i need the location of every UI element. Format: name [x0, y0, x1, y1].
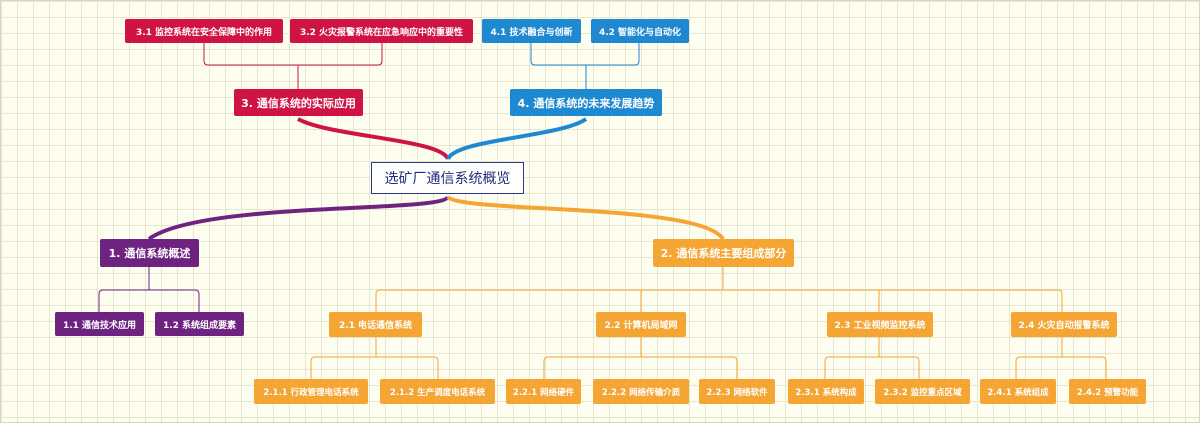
node-2-1-1[interactable]: 2.1.1 行政管理电话系统 [254, 379, 368, 404]
node-trends-label: 4. 通信系统的未来发展趋势 [517, 96, 655, 110]
node-2-2-3-label: 2.2.3 网络软件 [706, 387, 768, 398]
node-2-1-1-label: 2.1.1 行政管理电话系统 [263, 387, 359, 398]
root-node[interactable]: 选矿厂通信系统概览 [371, 162, 524, 194]
node-4-1-label: 4.1 技术融合与创新 [490, 27, 573, 38]
node-2-3-2-label: 2.3.2 监控重点区域 [883, 387, 962, 398]
links-components [310, 267, 1107, 379]
node-overview-label: 1. 通信系统概述 [108, 247, 191, 260]
link-root-to-applications [297, 117, 450, 161]
node-2-3-label: 2.3 工业视频监控系统 [834, 321, 926, 331]
node-2-1[interactable]: 2.1 电话通信系统 [329, 312, 422, 337]
node-applications[interactable]: 3. 通信系统的实际应用 [234, 89, 363, 116]
node-1-2[interactable]: 1.2 系统组成要素 [155, 312, 244, 336]
node-2-4-1[interactable]: 2.4.1 系统组成 [980, 379, 1056, 404]
node-2-2-3[interactable]: 2.2.3 网络软件 [699, 379, 775, 404]
node-1-1[interactable]: 1.1 通信技术应用 [55, 312, 144, 336]
node-3-2[interactable]: 3.2 火灾报警系统在应急响应中的重要性 [290, 19, 473, 43]
node-2-3-1-label: 2.3.1 系统构成 [795, 387, 857, 398]
node-2-4-2-label: 2.4.2 预警功能 [1076, 387, 1139, 398]
node-2-3-1[interactable]: 2.3.1 系统构成 [788, 379, 864, 404]
node-applications-label: 3. 通信系统的实际应用 [241, 96, 356, 110]
node-1-1-label: 1.1 通信技术应用 [62, 320, 137, 331]
links-trends [530, 43, 640, 89]
links-overview [98, 267, 200, 312]
node-3-1[interactable]: 3.1 监控系统在安全保障中的作用 [125, 19, 283, 43]
link-root-to-trends [446, 117, 588, 161]
node-4-2[interactable]: 4.2 智能化与自动化 [591, 19, 689, 43]
node-3-1-label: 3.1 监控系统在安全保障中的作用 [135, 27, 273, 38]
node-2-1-2-label: 2.1.2 生产调度电话系统 [389, 387, 486, 398]
link-root-to-overview [147, 195, 450, 241]
node-2-2-1-label: 2.2.1 网络硬件 [512, 387, 575, 398]
node-2-2[interactable]: 2.2 计算机局域网 [596, 312, 686, 337]
node-4-2-label: 4.2 智能化与自动化 [598, 27, 682, 38]
node-2-2-1[interactable]: 2.2.1 网络硬件 [506, 379, 581, 404]
node-2-4-label: 2.4 火灾自动报警系统 [1018, 321, 1110, 331]
node-2-2-2-label: 2.2.2 网络传输介质 [601, 387, 681, 398]
link-root-to-components [446, 195, 725, 241]
node-2-4[interactable]: 2.4 火灾自动报警系统 [1011, 312, 1117, 337]
root-label: 选矿厂通信系统概览 [384, 171, 511, 187]
node-2-1-2[interactable]: 2.1.2 生产调度电话系统 [380, 379, 495, 404]
links-applications [203, 43, 383, 89]
node-2-4-2[interactable]: 2.4.2 预警功能 [1069, 379, 1146, 404]
node-components[interactable]: 2. 通信系统主要组成部分 [653, 239, 794, 267]
node-2-2-2[interactable]: 2.2.2 网络传输介质 [593, 379, 689, 404]
node-2-2-label: 2.2 计算机局域网 [604, 321, 678, 331]
node-3-2-label: 3.2 火灾报警系统在应急响应中的重要性 [299, 27, 464, 38]
node-overview[interactable]: 1. 通信系统概述 [100, 239, 199, 267]
node-trends[interactable]: 4. 通信系统的未来发展趋势 [510, 89, 662, 116]
node-4-1[interactable]: 4.1 技术融合与创新 [482, 19, 581, 43]
node-2-3[interactable]: 2.3 工业视频监控系统 [827, 312, 933, 337]
node-2-1-label: 2.1 电话通信系统 [338, 321, 413, 331]
node-2-3-2[interactable]: 2.3.2 监控重点区域 [875, 379, 970, 404]
node-1-2-label: 1.2 系统组成要素 [162, 320, 237, 331]
node-2-4-1-label: 2.4.1 系统组成 [987, 387, 1049, 398]
node-components-label: 2. 通信系统主要组成部分 [660, 247, 787, 260]
